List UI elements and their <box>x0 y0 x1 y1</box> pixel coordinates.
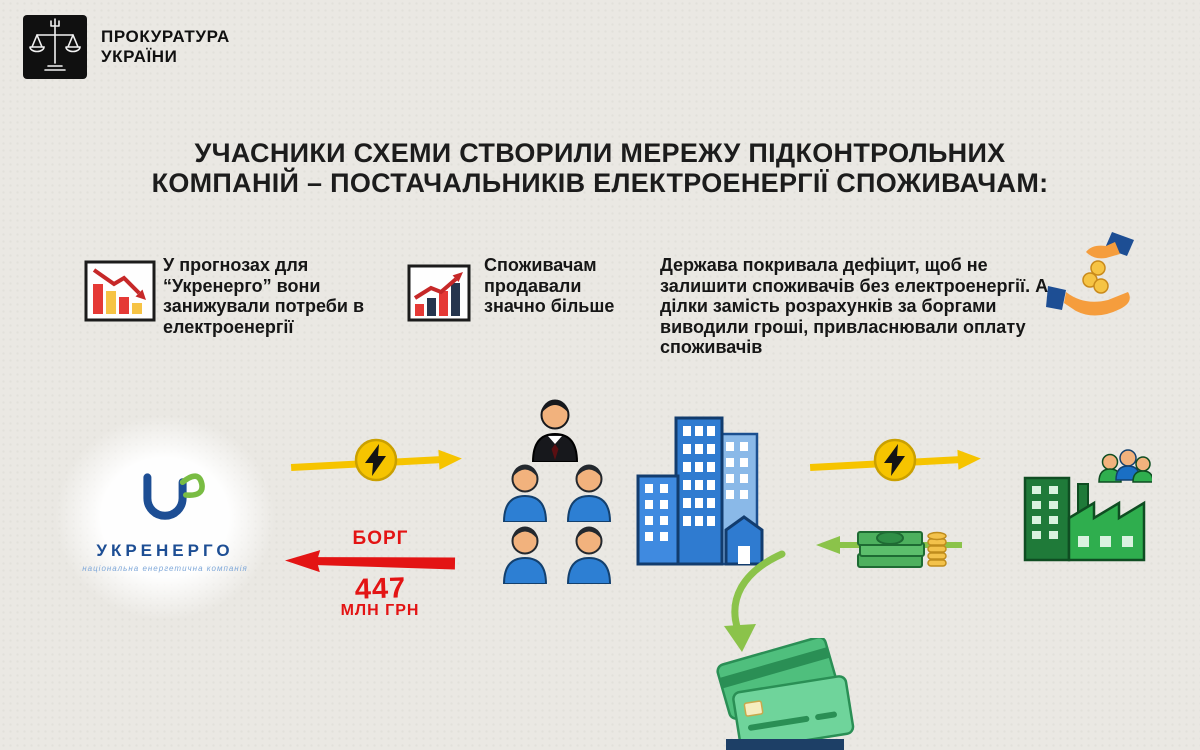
prosecutor-emblem-icon <box>22 14 88 80</box>
dark-card-strip <box>726 739 844 750</box>
declining-bar-chart-icon <box>84 260 156 322</box>
org-name-line2: УКРАЇНИ <box>101 47 178 66</box>
consumer-person-icon <box>497 462 553 522</box>
debt-arrow-icon <box>282 547 457 576</box>
payment-flow-arrow-icon <box>712 548 787 658</box>
ukrenergo-logo-icon <box>125 463 205 535</box>
point-forecast-text: У прогнозах для “Укренерго” вони занижув… <box>163 255 365 337</box>
ukrenergo-name: УКРЕНЕРГО <box>96 540 234 560</box>
page-title-line1: УЧАСНИКИ СХЕМИ СТВОРИЛИ МЕРЕЖУ ПІДКОНТРО… <box>194 138 1006 168</box>
debt-units: МЛН ГРН <box>340 602 420 619</box>
ukrenergo-logo: УКРЕНЕРГО національна енергетична компан… <box>55 415 275 620</box>
boss-person-icon <box>524 396 586 462</box>
consumer-person-icon <box>497 524 553 584</box>
rising-bar-chart-icon <box>407 264 471 322</box>
lightning-bolt-icon-2 <box>872 437 918 483</box>
consumer-person-icon <box>561 462 617 522</box>
debt-label-word: БОРГ <box>352 528 409 549</box>
point-state-deficit-text: Держава покривала дефіцит, щоб не залиши… <box>660 255 1049 357</box>
hand-giving-coins-icon <box>1046 230 1141 318</box>
company-buildings-icon <box>634 412 769 570</box>
point-oversell-text: Споживачам продавали значно більше <box>484 255 615 316</box>
industrial-consumers-icon <box>1022 448 1152 563</box>
ukrenergo-tagline: національна енергетична компанія <box>82 563 248 573</box>
org-name: ПРОКУРАТУРА УКРАЇНИ <box>101 27 230 67</box>
consumer-person-icon <box>561 524 617 584</box>
page-title-line2: КОМПАНІЙ – ПОСТАЧАЛЬНИКІВ ЕЛЕКТРОЕНЕРГІЇ… <box>151 168 1049 198</box>
page-title: УЧАСНИКИ СХЕМИ СТВОРИЛИ МЕРЕЖУ ПІДКОНТРО… <box>0 138 1200 198</box>
org-name-line1: ПРОКУРАТУРА <box>101 27 230 46</box>
prosecutor-brand: ПРОКУРАТУРА УКРАЇНИ <box>22 14 230 80</box>
money-cash-icon <box>856 514 951 576</box>
lightning-bolt-icon-1 <box>353 437 399 483</box>
bank-cards-icon <box>715 638 860 748</box>
